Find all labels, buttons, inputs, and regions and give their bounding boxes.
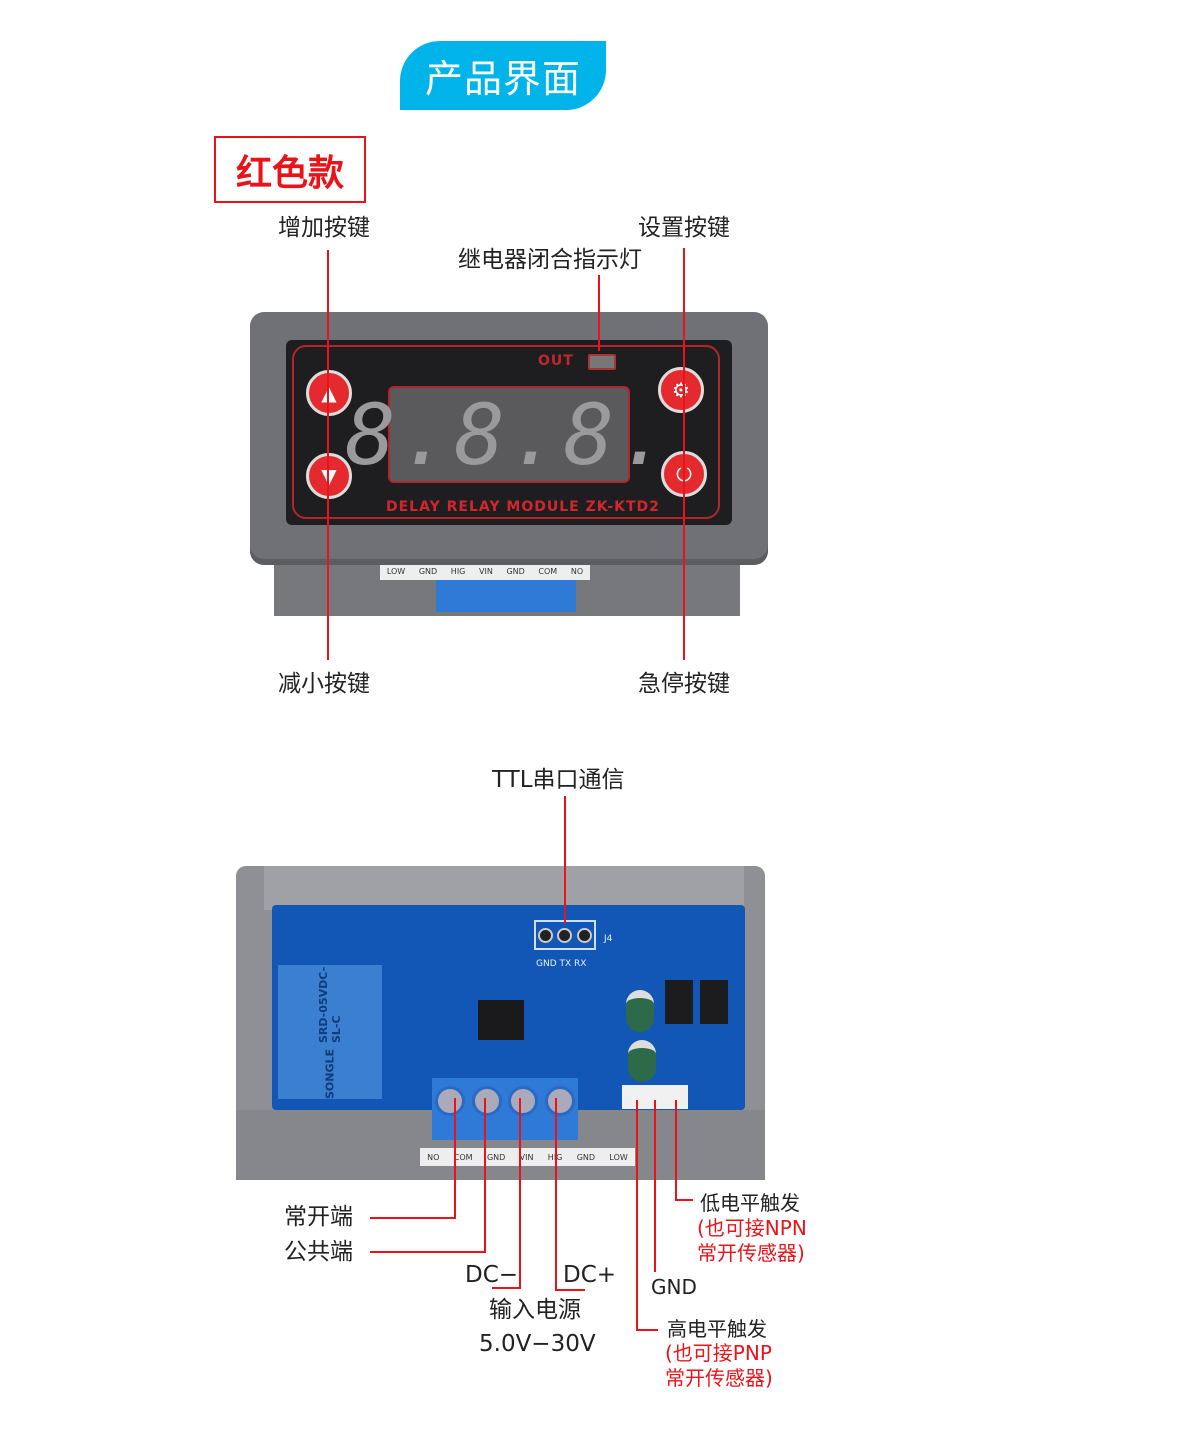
screw <box>435 1086 466 1116</box>
microcontroller-chip <box>478 1000 524 1040</box>
leader-line-dc-plus <box>555 1098 557 1291</box>
leader-line-low <box>675 1100 677 1201</box>
relay-model: SRD-05VDC-SL-C <box>317 966 343 1043</box>
label-low-trigger-note: (也可接NPN <box>697 1216 807 1240</box>
ttl-header <box>534 920 596 950</box>
label-decrease-button: 减小按键 <box>278 671 370 697</box>
terminal-label: NO <box>427 1152 440 1162</box>
leader-line-no <box>454 1098 456 1219</box>
pin <box>538 927 554 943</box>
label-gnd: GND <box>651 1275 697 1299</box>
screw <box>471 1086 502 1116</box>
terminal-label: LOW <box>386 566 406 576</box>
label-stop-button: 急停按键 <box>638 671 730 697</box>
label-relay-indicator: 继电器闭合指示灯 <box>458 247 642 273</box>
leader-line-dc-minus <box>519 1098 521 1288</box>
capacitor <box>628 1040 656 1082</box>
leader-line-com-h <box>370 1251 486 1253</box>
terminal-label: GND <box>418 566 438 576</box>
screw <box>508 1086 539 1116</box>
label-normally-open: 常开端 <box>284 1204 353 1230</box>
label-low-trigger-note: 常开传感器) <box>697 1241 805 1265</box>
leader-line-dc-minus-h <box>492 1287 521 1289</box>
leader-line-high <box>636 1100 638 1331</box>
terminal-label: COM <box>453 1152 473 1162</box>
terminal-label: VIN <box>479 566 493 576</box>
model-label: DELAY RELAY MODULE ZK-KTD2 <box>386 499 660 515</box>
pin <box>557 927 573 943</box>
label-high-trigger-note: 常开传感器) <box>665 1366 773 1390</box>
relay-brand: SONGLE <box>323 1048 337 1099</box>
variant-label: 红色款 <box>214 136 366 203</box>
power-terminal-block <box>432 1078 578 1140</box>
set-button[interactable]: ⚙ <box>658 367 704 413</box>
out-label: OUT <box>538 353 574 369</box>
label-voltage-range: 5.0V−30V <box>479 1331 596 1357</box>
terminal-label: COM <box>538 566 558 576</box>
section-title-badge: 产品界面 <box>400 41 606 110</box>
leader-line-ttl <box>564 796 566 924</box>
back-case-top <box>264 866 744 910</box>
front-terminal-strip: LOW GND HIG VIN GND COM NO <box>380 562 590 580</box>
capacitor <box>626 990 654 1032</box>
out-led-indicator <box>588 354 616 370</box>
serial-pin-labels: GND TX RX <box>536 959 587 969</box>
terminal-label: GND <box>486 1152 506 1162</box>
label-dc-minus: DC− <box>465 1262 519 1288</box>
transistor <box>700 980 728 1024</box>
panel-border <box>292 345 720 519</box>
leader-line-gnd <box>654 1100 656 1272</box>
leader-line-dc-plus-h <box>555 1289 585 1291</box>
leader-line-low-h <box>675 1199 693 1201</box>
leader-line-com <box>484 1098 486 1253</box>
label-high-trigger: 高电平触发 <box>667 1317 767 1341</box>
screw <box>544 1086 575 1116</box>
increase-button[interactable]: ▲ <box>306 370 352 416</box>
terminal-label: VIN <box>519 1152 534 1162</box>
label-input-power: 输入电源 <box>489 1297 581 1323</box>
label-low-trigger: 低电平触发 <box>700 1191 800 1215</box>
seven-segment-display: 8.8.8. <box>345 385 673 484</box>
relay: SONGLE SRD-05VDC-SL-C <box>278 965 382 1099</box>
j4-label: J4 <box>604 934 613 944</box>
label-increase-button: 增加按键 <box>278 215 370 241</box>
terminal-label: GND <box>506 566 525 576</box>
back-terminal-strip: NO COM GND VIN HIG GND LOW <box>420 1148 635 1166</box>
pin <box>576 927 592 943</box>
decrease-button[interactable]: ▼ <box>306 453 352 499</box>
terminal-label: NO <box>570 566 584 576</box>
leader-line-set-stop <box>683 248 685 660</box>
leader-line-high-h <box>636 1329 658 1331</box>
label-dc-plus: DC+ <box>563 1262 617 1288</box>
leader-line-no-h <box>370 1217 456 1219</box>
terminal-label: LOW <box>609 1152 628 1162</box>
terminal-label: HIG <box>450 566 466 576</box>
leader-line-indicator <box>598 275 600 351</box>
transistor <box>665 980 693 1024</box>
terminal-label: GND <box>576 1152 596 1162</box>
label-ttl: TTL串口通信 <box>492 767 625 793</box>
label-high-trigger-note: (也可接PNP <box>665 1341 772 1365</box>
label-common: 公共端 <box>284 1239 353 1265</box>
gear-icon: ⚙ <box>672 378 690 402</box>
leader-line-increase-decrease <box>327 250 329 660</box>
label-set-button: 设置按键 <box>638 215 730 241</box>
